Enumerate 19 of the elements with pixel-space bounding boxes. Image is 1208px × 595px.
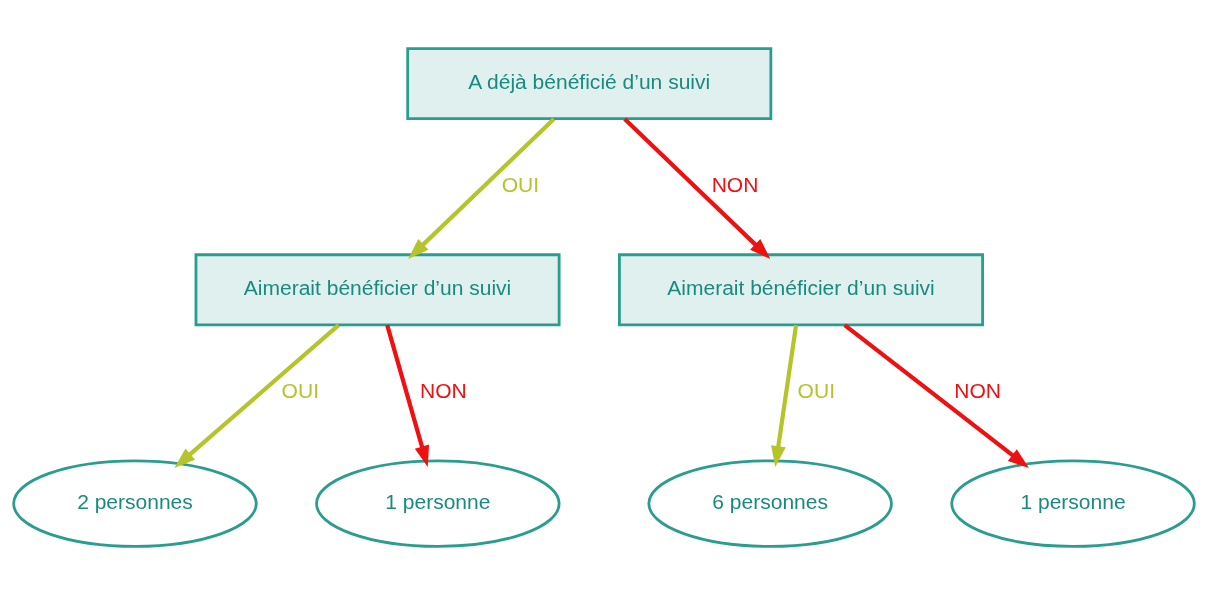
node-box: Aimerait bénéficier d’un suivi (194, 253, 561, 327)
arrow (408, 117, 556, 259)
edge-label: OUI (797, 378, 835, 402)
node-ellipse: 1 personne (950, 459, 1196, 548)
arrow (385, 324, 430, 467)
node-box: A déjà bénéficié d’un suivi (406, 47, 773, 121)
edge-label: NON (954, 378, 1001, 402)
node-box: Aimerait bénéficier d’un suivi (618, 253, 984, 327)
node-ellipse: 1 personne (315, 459, 561, 548)
node-ellipse: 6 personnes (647, 459, 893, 548)
arrow (843, 323, 1029, 468)
arrow (771, 324, 799, 468)
edge-label: NON (419, 378, 467, 402)
edge-label: NON (711, 172, 759, 196)
edge-label: OUI (501, 172, 540, 196)
edge-label: OUI (281, 378, 319, 402)
arrow (623, 117, 771, 259)
node-ellipse: 2 personnes (12, 459, 258, 548)
arrow (174, 323, 340, 468)
